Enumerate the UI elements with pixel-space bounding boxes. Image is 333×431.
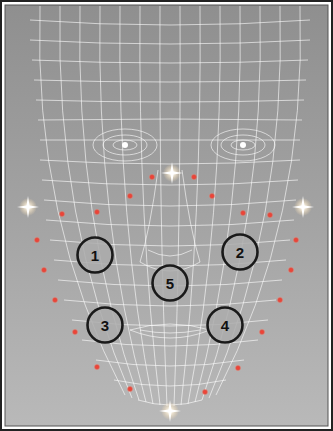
landmark-dot: [191, 174, 198, 181]
eye-contour: [221, 135, 265, 155]
landmark-dot: [52, 297, 59, 304]
landmark-dot: [127, 193, 134, 200]
circle-outline: [223, 235, 258, 270]
nose-contour: [140, 170, 200, 271]
callout-number: 2: [236, 245, 244, 260]
eye-contour: [103, 135, 147, 155]
landmark-dot: [202, 389, 209, 396]
circle-outline: [78, 238, 113, 273]
callout-circle: 2: [221, 233, 259, 271]
landmark-dot: [41, 267, 48, 274]
background-panel: [5, 5, 328, 426]
landmark-dot: [149, 174, 156, 181]
landmark-dot: [209, 193, 216, 200]
callout-number: 3: [101, 318, 109, 333]
circle-outline: [153, 266, 188, 301]
landmark-dots: [34, 174, 300, 396]
landmark-dot: [34, 237, 41, 244]
eye-highlight: [122, 142, 128, 148]
callout-number: 5: [166, 276, 174, 291]
landmark-dot: [72, 329, 79, 336]
eye-contour: [93, 129, 157, 161]
landmark-dot: [259, 329, 266, 336]
callout-circle: 4: [206, 306, 244, 344]
landmark-dot: [94, 364, 101, 371]
callout-circle: 5: [151, 264, 189, 302]
mesh-line: [30, 20, 310, 405]
circle-outline: [208, 308, 243, 343]
sparkle-markers: [17, 162, 314, 422]
eye-contour: [113, 140, 137, 150]
eye-highlight: [240, 142, 246, 148]
sparkle: [161, 162, 183, 184]
landmark-dot: [240, 210, 247, 217]
sparkle: [159, 400, 181, 422]
sparkle-star: [17, 196, 39, 218]
callout-circle: 1: [76, 236, 114, 274]
sparkle-star: [292, 196, 314, 218]
landmark-dot: [235, 365, 242, 372]
eye-contour: [231, 140, 255, 150]
landmark-dot: [288, 267, 295, 274]
landmark-dot: [267, 212, 274, 219]
face-mesh: [30, 6, 310, 406]
eye-contour: [211, 129, 275, 161]
circle-outline: [88, 308, 123, 343]
callout-number: 4: [221, 318, 229, 333]
landmark-dot: [277, 297, 284, 304]
sparkle-star: [161, 162, 183, 184]
mouth-contour: [130, 324, 210, 338]
sparkle: [17, 196, 39, 218]
sparkle: [292, 196, 314, 218]
callout-number: 1: [91, 248, 99, 263]
landmark-dot: [59, 211, 66, 218]
landmark-dot: [127, 386, 134, 393]
landmark-dot: [293, 237, 300, 244]
callout-circle: 3: [86, 306, 124, 344]
sparkle-star: [159, 400, 181, 422]
landmark-dot: [94, 209, 101, 216]
mesh-line: [40, 6, 301, 406]
